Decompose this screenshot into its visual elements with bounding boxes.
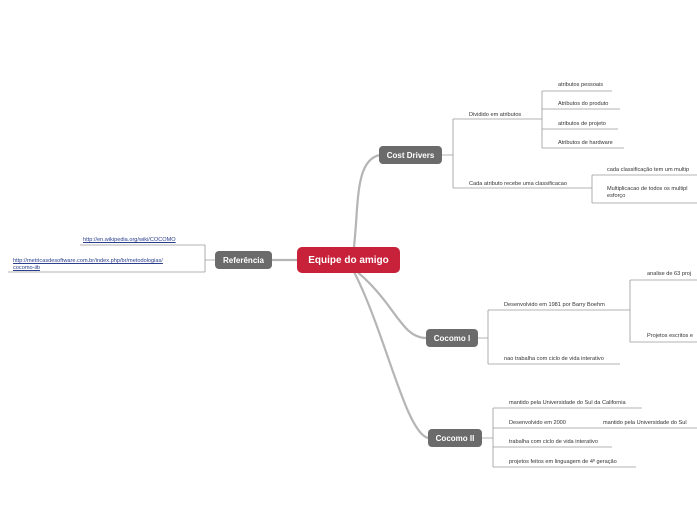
leaf-attr-projeto[interactable]: atributos de projeto (558, 121, 606, 127)
leaf-multiplicacao[interactable]: Multiplicacao de todos os multipl esforç… (607, 186, 688, 200)
leaf-cocomo2-projetos[interactable]: projetos feitos em linguagem de 4º geraç… (509, 459, 617, 465)
node-referencia-label: Referência (223, 255, 264, 265)
leaf-cocomo2-mantido[interactable]: mantido pela Universidade do Sul da Cali… (509, 400, 626, 406)
connector-cocomo1-children (488, 309, 630, 365)
node-cocomo1[interactable]: Cocomo I (426, 329, 478, 347)
leaf-cocomo2-dev[interactable]: Desenvolvido em 2000 (509, 420, 566, 426)
node-referencia[interactable]: Referência (215, 251, 272, 269)
leaf-attr-produto[interactable]: Atributos do produto (558, 101, 609, 107)
connector-ref-trunk (204, 245, 215, 272)
leaf-cocomo2-dev-sub[interactable]: mantido pela Universidade do Sul (603, 420, 687, 426)
connector-cost-drivers-children (453, 118, 580, 189)
connector-cocomo2-children (493, 407, 642, 468)
leaf-multiplicacao-line2: esforço (607, 193, 626, 199)
leaf-classificacao[interactable]: cada classificação tem um multip (607, 167, 690, 173)
leaf-attr-hardware[interactable]: Atributos de hardware (558, 140, 613, 146)
node-cocomo2[interactable]: Cocomo II (428, 429, 482, 447)
connector-central-cost-drivers (350, 153, 382, 264)
connector-classif (592, 174, 697, 204)
link-metricas-line2: cocomo-iib (13, 265, 41, 271)
node-cocomo1-label: Cocomo I (433, 333, 471, 343)
leaf-cada-atributo[interactable]: Cada atributo recebe uma classificacao (469, 181, 567, 187)
link-wikipedia[interactable]: http://en.wikipedia.org/wiki/COCOMO (83, 237, 176, 243)
central-node-label: Equipe do amigo (308, 254, 389, 266)
leaf-cocomo2-ciclo[interactable]: trabalha com ciclo de vida interativo (509, 439, 598, 445)
connector-cocomo1-sub (630, 279, 697, 343)
connector-central-cocomo2 (350, 266, 430, 440)
node-cost-drivers[interactable]: Cost Drivers (379, 146, 442, 164)
connector-attrs-trunk (530, 91, 543, 148)
connector-ref-links (8, 244, 205, 273)
central-node[interactable]: Equipe do amigo (297, 247, 400, 273)
leaf-multiplicacao-line1: Multiplicacao de todos os multipl (607, 186, 688, 192)
leaf-cocomo1-analise[interactable]: analise de 63 proj (647, 271, 692, 277)
leaf-cocomo1-dev[interactable]: Desenvolvido em 1981 por Barry Boehm (504, 302, 605, 308)
connector-cost-drivers-trunk (442, 119, 454, 188)
leaf-dividido[interactable]: Dividido em atributos (469, 112, 522, 118)
link-metricas-line1: http://metricasdesoftware.com.br/index.p… (13, 258, 163, 264)
connector-cocomo2-trunk (482, 408, 494, 467)
leaf-cocomo1-ciclo[interactable]: nao trabalha com ciclo de vida interativ… (504, 356, 604, 362)
connector-classif-trunk (580, 175, 593, 203)
leaf-attr-pessoais[interactable]: atributos pessoais (558, 82, 604, 88)
node-cocomo2-label: Cocomo II (435, 433, 475, 443)
connector-attrs (542, 90, 624, 149)
connector-central-cocomo1 (348, 264, 428, 340)
leaf-cocomo1-projetos[interactable]: Projetos escritos e (647, 333, 694, 339)
link-metricas[interactable]: http://metricasdesoftware.com.br/index.p… (13, 258, 163, 272)
node-cost-drivers-label: Cost Drivers (386, 150, 435, 160)
connector-cocomo1-trunk (478, 310, 489, 364)
